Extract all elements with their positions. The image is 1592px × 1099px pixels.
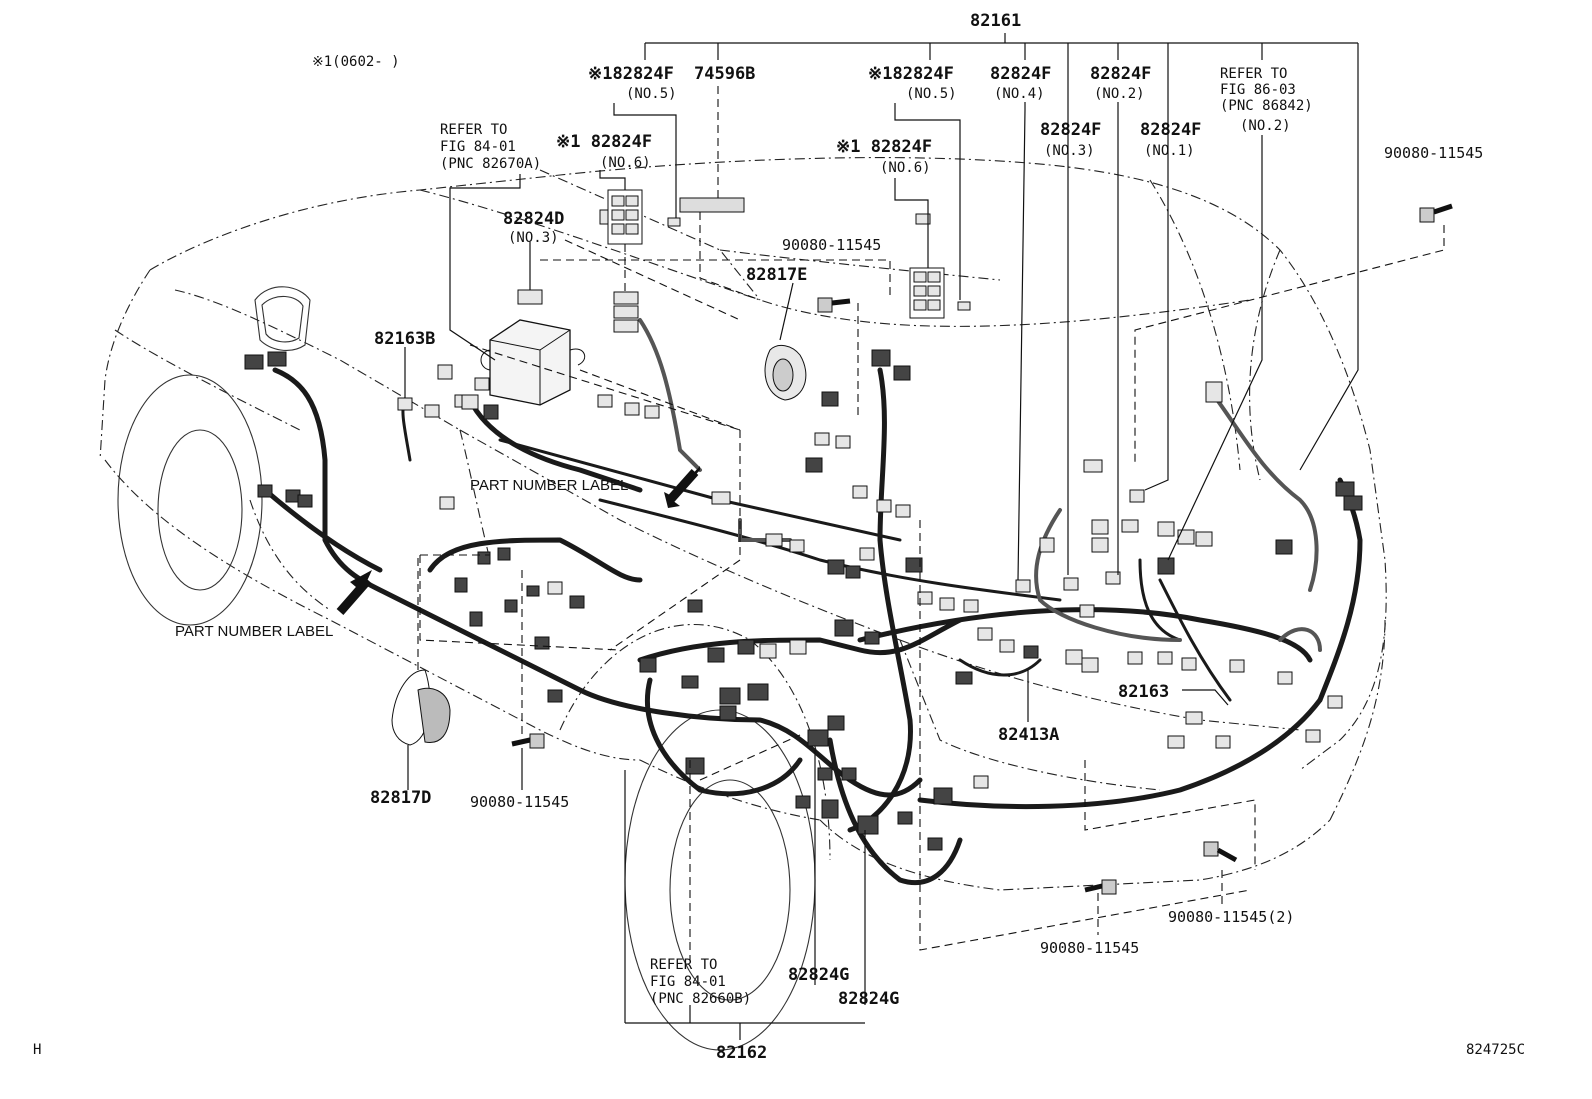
label-82163: 82163 [1118, 682, 1169, 702]
label-82824f-no2: 82824F [1090, 64, 1151, 84]
refer-fig86-line1: REFER TO [1220, 66, 1287, 82]
refer-fig84-a-line2: FIG 84-01 [440, 139, 516, 155]
relay-stack-left [613, 291, 639, 333]
label-82824f-mid-no6: ※1 82824F [836, 137, 932, 157]
label-82413a: 82413A [998, 725, 1059, 745]
figure-code: 824725C [1466, 1042, 1525, 1058]
side-mirror [254, 286, 311, 351]
bolt-topright [1419, 203, 1453, 223]
label-82163b: 82163B [374, 329, 435, 349]
part-number-label-arrow-1 [664, 466, 700, 508]
label-82824f-no3: 82824F [1040, 120, 1101, 140]
refer-fig84-a-line3: (PNC 82670A) [440, 156, 541, 172]
bolt-bottom [1084, 879, 1117, 895]
ecu-box [480, 319, 586, 406]
label-bolt-mid: 90080-11545 [782, 236, 881, 254]
leader-lines [404, 33, 1445, 1040]
label-82817e: 82817E [746, 265, 807, 285]
relay-block-mid [909, 267, 945, 319]
label-82824d-no: (NO.3) [508, 230, 559, 246]
label-82824g-2: 82824G [838, 989, 899, 1009]
bolt-left [511, 733, 545, 749]
label-82824f-left-no6-no: (NO.6) [600, 155, 651, 171]
refer-fig84-b-line2: FIG 84-01 [650, 974, 726, 990]
label-82824f-no1: 82824F [1140, 120, 1201, 140]
label-bolt-bottom: 90080-11545 [1040, 939, 1139, 957]
refer-fig86-line3: (PNC 86842) [1220, 98, 1313, 114]
label-82817d: 82817D [370, 788, 431, 808]
label-74596b: 74596B [694, 64, 755, 84]
refer-fig84-a-line1: REFER TO [440, 122, 507, 138]
label-82824f-no3-no: (NO.3) [1044, 143, 1095, 159]
label-82824f-no1-no: (NO.1) [1144, 143, 1195, 159]
label-82824f-left-no5-no: (NO.5) [626, 86, 677, 102]
part-number-label-text-1: PART NUMBER LABEL [470, 477, 628, 494]
bolt-mid [817, 297, 851, 313]
footer-left-mark: H [33, 1042, 41, 1058]
label-82824f-mid-no6-no: (NO.6) [880, 160, 931, 176]
label-bolt-topright: 90080-11545 [1384, 144, 1483, 162]
label-82824f-no4: 82824F [990, 64, 1051, 84]
grommet-82817d [391, 669, 451, 746]
label-82162: 82162 [716, 1043, 767, 1063]
part-number-label-arrow-2 [336, 570, 372, 615]
label-82161: 82161 [970, 11, 1021, 31]
front-wheel [117, 374, 263, 626]
callout-labels: ※1(0602- ) 82161 ※182824F (NO.5) 74596B … [33, 11, 1525, 1063]
connectors [244, 209, 1363, 851]
refer-fig84-b-line3: (PNC 82660B) [650, 991, 751, 1007]
part-number-label-plate [679, 197, 745, 213]
label-82824f-left-no5: ※182824F [588, 64, 674, 84]
label-bolt-left: 90080-11545 [470, 793, 569, 811]
part-number-label-text-2: PART NUMBER LABEL [175, 623, 333, 640]
label-82824f-mid-no5: ※182824F [868, 64, 954, 84]
label-bolt-right2: 90080-11545(2) [1168, 908, 1294, 926]
label-82824f-no2-no: (NO.2) [1094, 86, 1145, 102]
label-82824d: 82824D [503, 209, 564, 229]
label-82824f-mid-no5-no: (NO.5) [906, 86, 957, 102]
note-top: ※1(0602- ) [312, 54, 400, 70]
refer-fig86-line2: FIG 86-03 [1220, 82, 1296, 98]
label-82824g-1: 82824G [788, 965, 849, 985]
bolt-right2 [1203, 841, 1238, 863]
refer-fig84-b-line1: REFER TO [650, 957, 717, 973]
label-82824f-no4-no: (NO.4) [994, 86, 1045, 102]
refer-fig86-line4: (NO.2) [1240, 118, 1291, 134]
relay-block-left [607, 189, 643, 245]
label-82824f-left-no6: ※1 82824F [556, 132, 652, 152]
vehicle-outline [99, 157, 1387, 891]
horn-82817e [764, 344, 807, 401]
